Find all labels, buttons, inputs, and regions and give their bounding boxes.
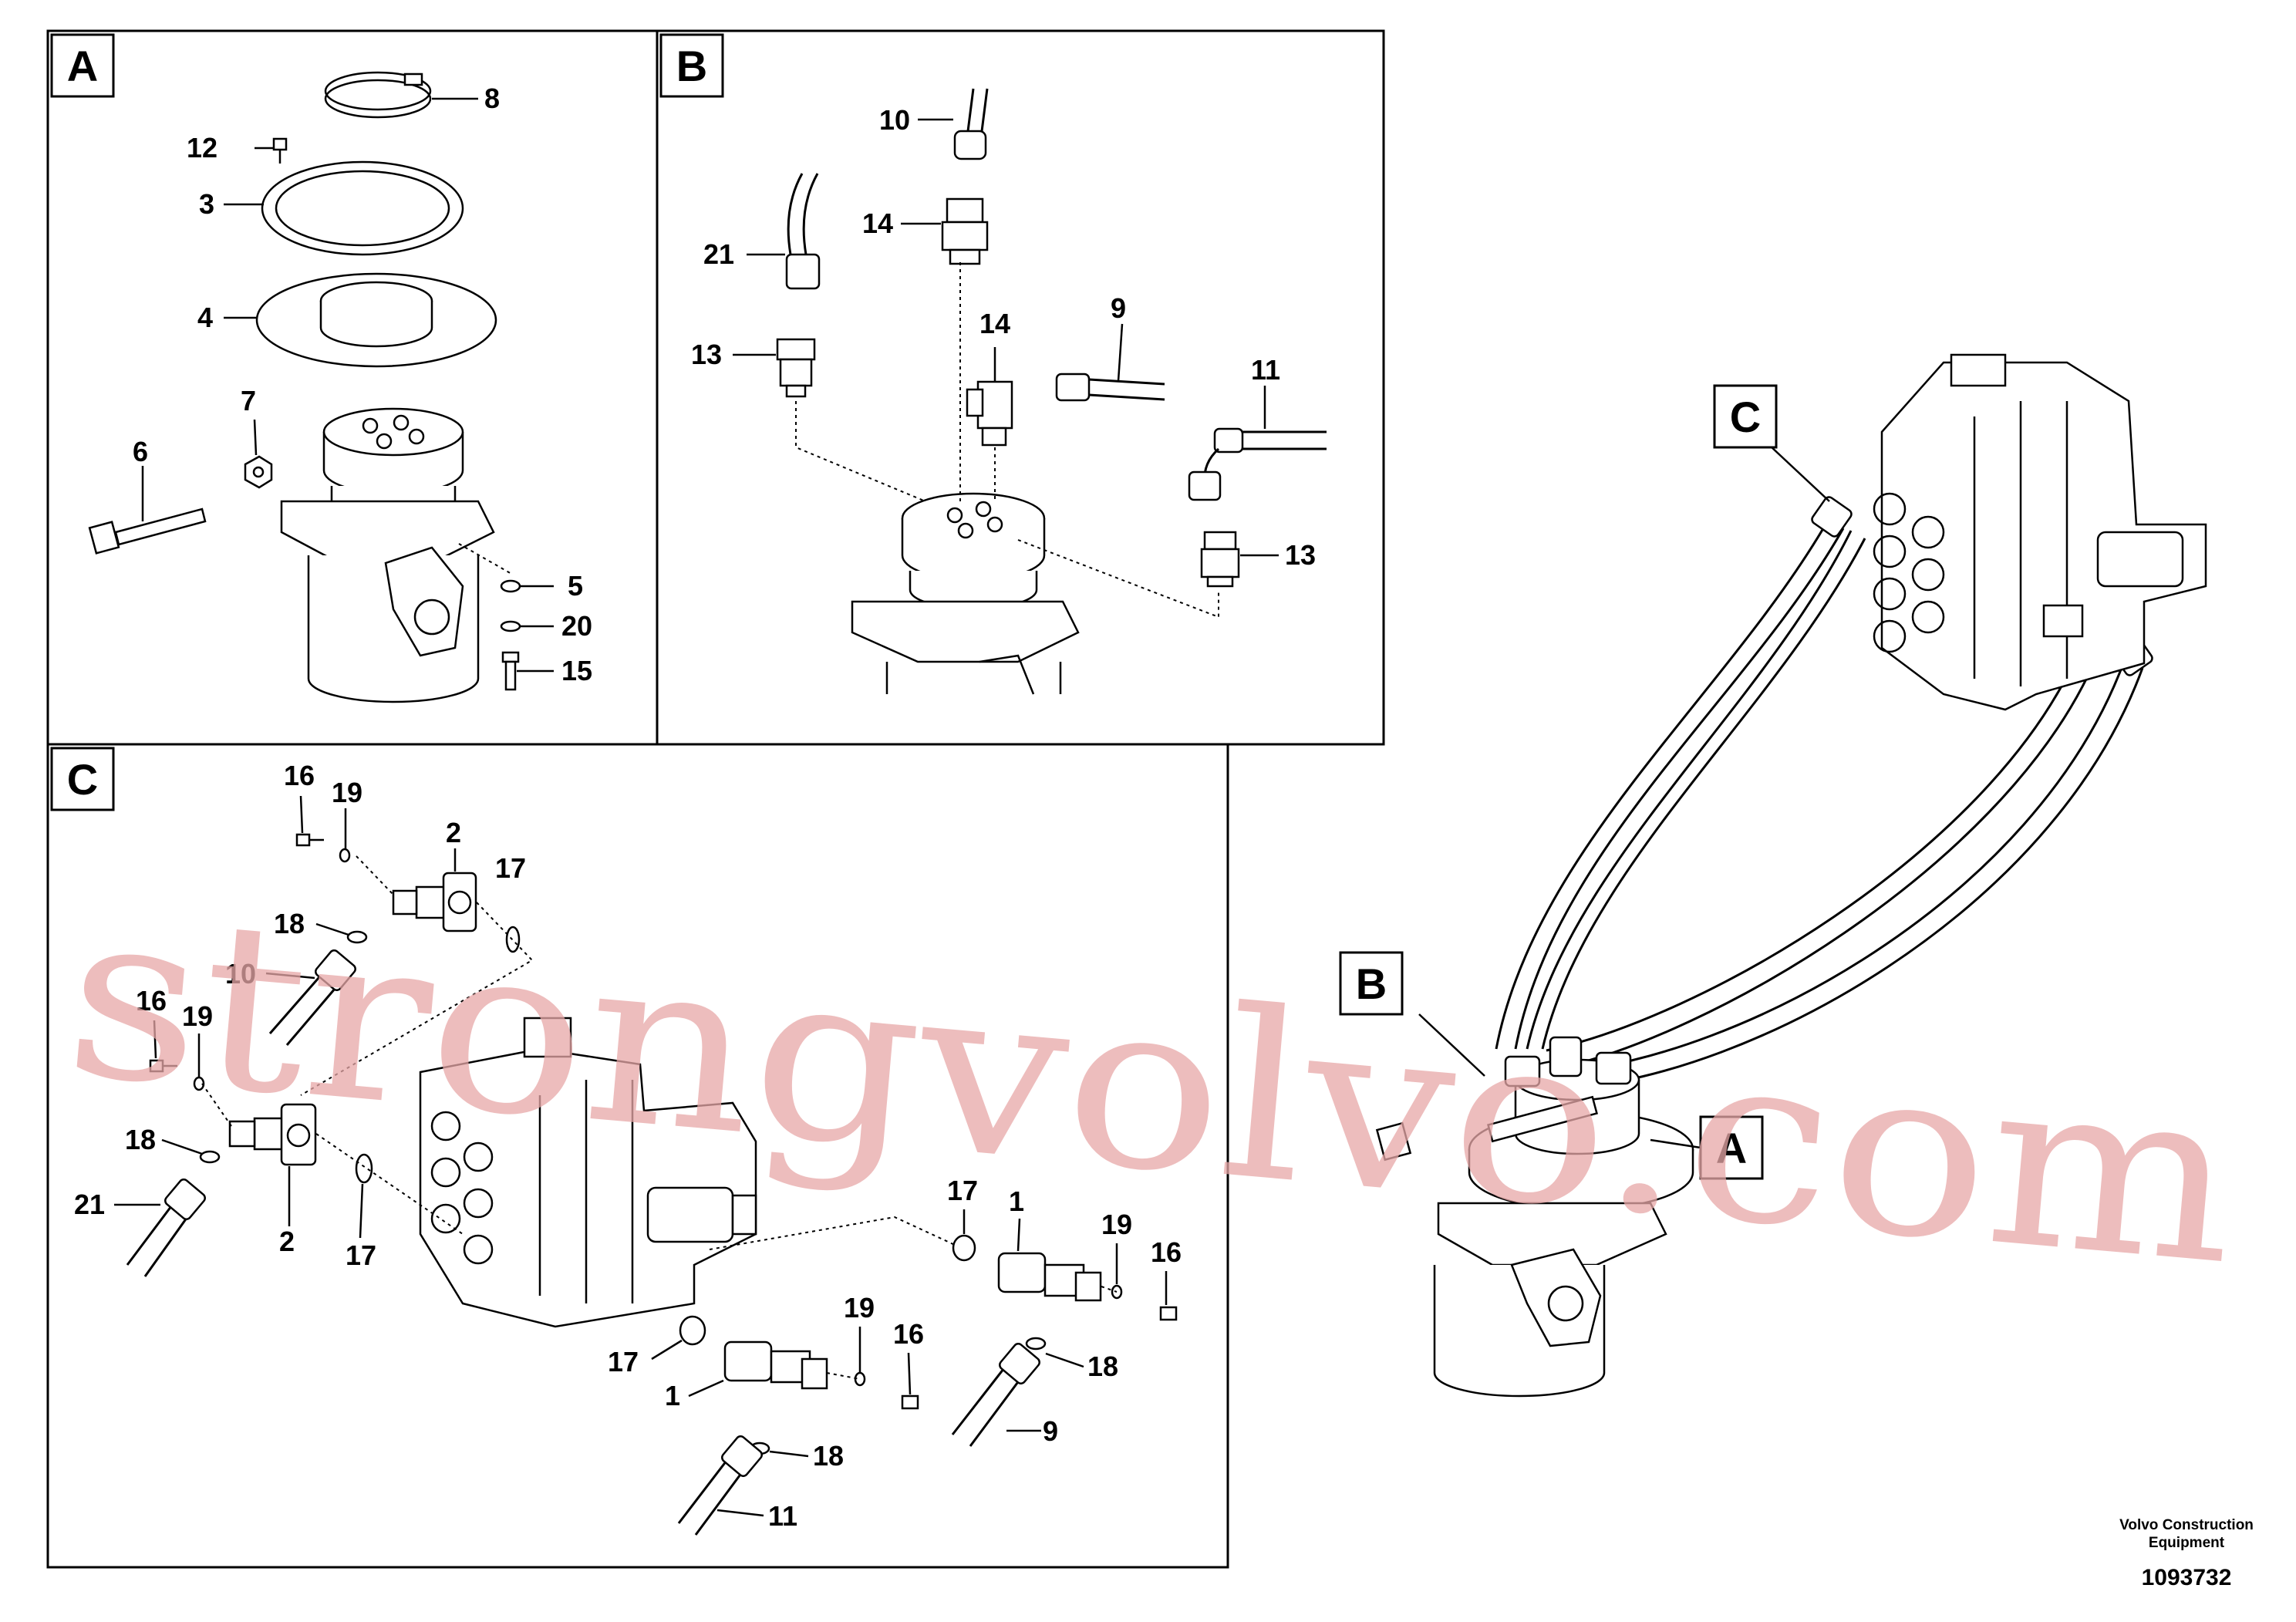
overview-label-a: A xyxy=(1699,1115,1764,1180)
callout-c-16-top: 16 xyxy=(284,760,315,791)
callout-a-3: 3 xyxy=(199,188,214,220)
callout-a-12: 12 xyxy=(187,132,217,164)
panel-c-drawing xyxy=(114,795,1178,1536)
overview-label-c: C xyxy=(1713,384,1778,449)
callout-c-16-lower: 16 xyxy=(893,1318,924,1350)
panel-b-label: B xyxy=(659,33,724,98)
panel-a-drawing xyxy=(88,71,554,703)
panel-c-frame xyxy=(46,743,1229,1569)
callout-c-18-mid: 18 xyxy=(125,1124,156,1155)
panel-b-drawing xyxy=(733,88,1327,695)
callout-b-14-top: 14 xyxy=(862,207,893,239)
callout-b-21: 21 xyxy=(703,238,734,270)
callout-c-18-top: 18 xyxy=(274,908,305,939)
callout-c-2-top: 2 xyxy=(446,817,461,848)
callout-c-18-right: 18 xyxy=(1087,1351,1118,1382)
callout-c-17-top: 17 xyxy=(495,852,526,884)
callout-c-17-right: 17 xyxy=(947,1175,978,1206)
publisher-line-2: Equipment xyxy=(2149,1535,2225,1551)
callout-b-14-lower: 14 xyxy=(979,308,1010,339)
svg-text:C: C xyxy=(67,755,98,804)
callout-b-9: 9 xyxy=(1111,292,1126,324)
publisher-line-1: Volvo Construction xyxy=(2119,1517,2254,1533)
svg-text:B: B xyxy=(1356,959,1387,1008)
callout-c-17-lower: 17 xyxy=(608,1346,639,1378)
callout-c-19-top: 19 xyxy=(332,777,362,808)
callout-a-20: 20 xyxy=(561,610,592,642)
callout-c-19-right: 19 xyxy=(1101,1209,1132,1240)
overview-label-b: B xyxy=(1339,951,1404,1016)
callout-c-1-lower: 1 xyxy=(665,1380,680,1411)
svg-text:B: B xyxy=(676,42,707,90)
svg-text:A: A xyxy=(67,42,98,90)
callout-c-21: 21 xyxy=(74,1189,105,1220)
callout-c-2-left: 2 xyxy=(279,1226,295,1257)
callout-c-19-lower: 19 xyxy=(844,1292,875,1324)
callout-c-17-left: 17 xyxy=(346,1239,376,1271)
callout-b-10: 10 xyxy=(879,104,910,136)
callout-c-16-right: 16 xyxy=(1151,1236,1182,1268)
document-number: 1093732 xyxy=(2142,1565,2232,1590)
svg-text:C: C xyxy=(1730,393,1761,441)
callout-b-11: 11 xyxy=(1251,354,1280,386)
callout-c-19-mid: 19 xyxy=(182,1000,213,1032)
callout-a-7: 7 xyxy=(241,385,256,416)
callout-a-15: 15 xyxy=(561,655,592,686)
callout-c-11: 11 xyxy=(768,1500,797,1532)
callout-c-18-lower: 18 xyxy=(813,1440,844,1472)
callout-c-16-mid: 16 xyxy=(136,985,167,1017)
callout-a-6: 6 xyxy=(133,436,148,467)
callout-c-1-right: 1 xyxy=(1009,1185,1024,1217)
panel-c-label: C xyxy=(50,747,115,811)
callout-c-9: 9 xyxy=(1043,1415,1058,1447)
callout-b-13-right: 13 xyxy=(1285,539,1316,571)
svg-text:A: A xyxy=(1716,1124,1747,1172)
callout-a-4: 4 xyxy=(197,302,213,333)
overview-assembly xyxy=(1375,353,2207,1398)
callout-c-10: 10 xyxy=(225,958,256,990)
callout-b-13-left: 13 xyxy=(691,339,722,370)
callout-a-8: 8 xyxy=(484,83,500,114)
callout-a-5: 5 xyxy=(568,570,583,602)
panel-a-label: A xyxy=(50,33,115,98)
